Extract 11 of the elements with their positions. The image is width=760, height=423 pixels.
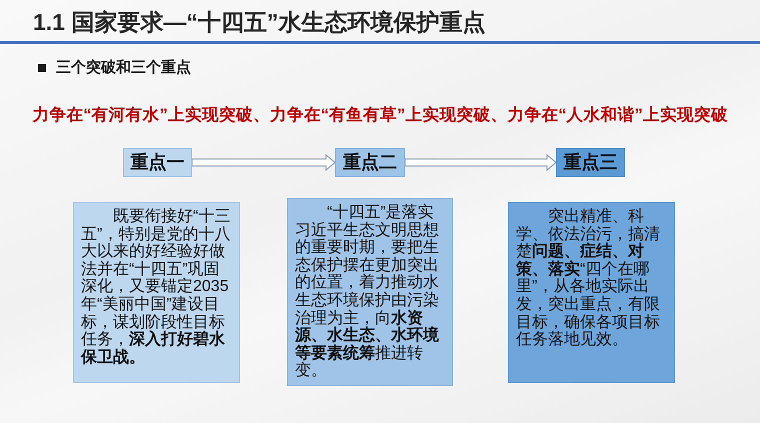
block-arrow — [192, 154, 336, 172]
heading-box: 重点一 — [123, 148, 192, 177]
text-panel: 既要衔接好“十三五”，特别是党的十八大以来的好经验好做法并在“十四五”巩固深化，又要锚定2035年“美丽中国”建设目标，谋划阶段性目标任务，深入打好碧水保卫战。 — [73, 202, 240, 383]
block-arrow — [404, 154, 557, 172]
text-panel: 突出精准、科学、依法治污，搞清楚问题、症结、对策、落实“四个在哪里”，从各地实际出发，突出重点，有限目标，确保各项目标任务落地见效。 — [508, 202, 675, 383]
section-heading: 三个突破和三个重点 — [56, 58, 191, 77]
slide-title: 1.1 国家要求—“十四五”水生态环境保护重点 — [33, 8, 486, 37]
text-panel: “十四五”是落实习近平生态文明思想的重要时期，要把生态保护摆在更加突出的位置，着力推动水生态环境保护由污染治理为主，向水资源、水生态、水环境等要素统筹推进转变。 — [287, 198, 453, 386]
heading-box: 重点三 — [556, 148, 625, 177]
goal-statement: 力争在“有河有水”上实现突破、力争在“有鱼有草”上实现突破、力争在“人水和谐”上实现突破 — [31, 104, 729, 126]
heading-box: 重点二 — [335, 148, 405, 177]
